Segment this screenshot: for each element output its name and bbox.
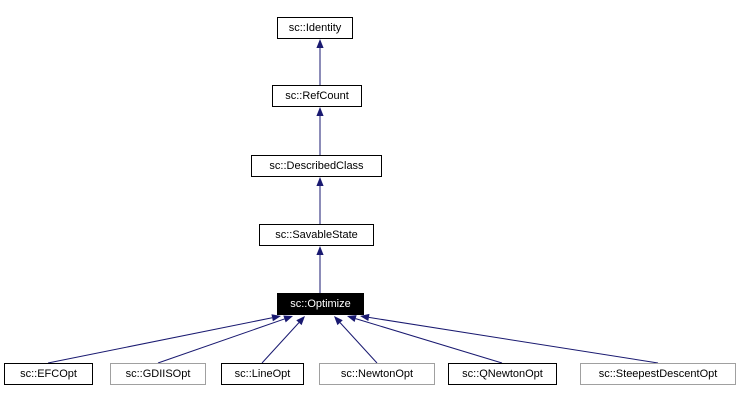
class-node-savablestate[interactable]: sc::SavableState: [259, 224, 374, 246]
class-node-newtonopt[interactable]: sc::NewtonOpt: [319, 363, 435, 385]
class-node-label: sc::LineOpt: [234, 367, 291, 380]
class-node-label: sc::QNewtonOpt: [462, 367, 543, 380]
class-node-lineopt[interactable]: sc::LineOpt: [221, 363, 304, 385]
inheritance-edge: [368, 316, 659, 364]
inheritance-arrowhead: [316, 107, 324, 116]
inheritance-arrowhead: [283, 315, 293, 323]
inheritance-edge: [157, 318, 285, 364]
inheritance-arrowhead: [316, 246, 324, 255]
class-node-optimize[interactable]: sc::Optimize: [277, 293, 364, 315]
class-node-efcopt[interactable]: sc::EFCOpt: [4, 363, 93, 385]
inheritance-arrowhead: [334, 316, 343, 326]
class-node-label: sc::Identity: [288, 21, 342, 34]
inheritance-edge: [355, 318, 503, 364]
inheritance-arrowhead: [271, 314, 281, 322]
class-node-label: sc::Optimize: [290, 297, 351, 310]
inheritance-edge: [261, 322, 300, 364]
class-node-label: sc::EFCOpt: [20, 367, 77, 380]
class-node-gdiisopt[interactable]: sc::GDIISOpt: [110, 363, 206, 385]
inheritance-arrowhead: [316, 177, 324, 186]
inheritance-arrowhead: [347, 315, 357, 323]
class-node-label: sc::SteepestDescentOpt: [598, 367, 718, 380]
inheritance-edge: [339, 322, 378, 364]
class-node-label: sc::NewtonOpt: [340, 367, 414, 380]
inheritance-edge: [47, 317, 273, 364]
class-node-label: sc::DescribedClass: [269, 159, 364, 172]
class-node-qnewtonopt[interactable]: sc::QNewtonOpt: [448, 363, 557, 385]
class-node-describedclass[interactable]: sc::DescribedClass: [251, 155, 382, 177]
class-node-label: sc::RefCount: [285, 89, 349, 102]
class-node-steepestdescentopt[interactable]: sc::SteepestDescentOpt: [580, 363, 736, 385]
class-node-refcount[interactable]: sc::RefCount: [272, 85, 362, 107]
inheritance-arrowhead: [296, 316, 305, 326]
class-node-label: sc::SavableState: [275, 228, 358, 241]
inheritance-arrowhead: [316, 39, 324, 48]
class-node-identity[interactable]: sc::Identity: [277, 17, 353, 39]
class-node-label: sc::GDIISOpt: [125, 367, 191, 380]
